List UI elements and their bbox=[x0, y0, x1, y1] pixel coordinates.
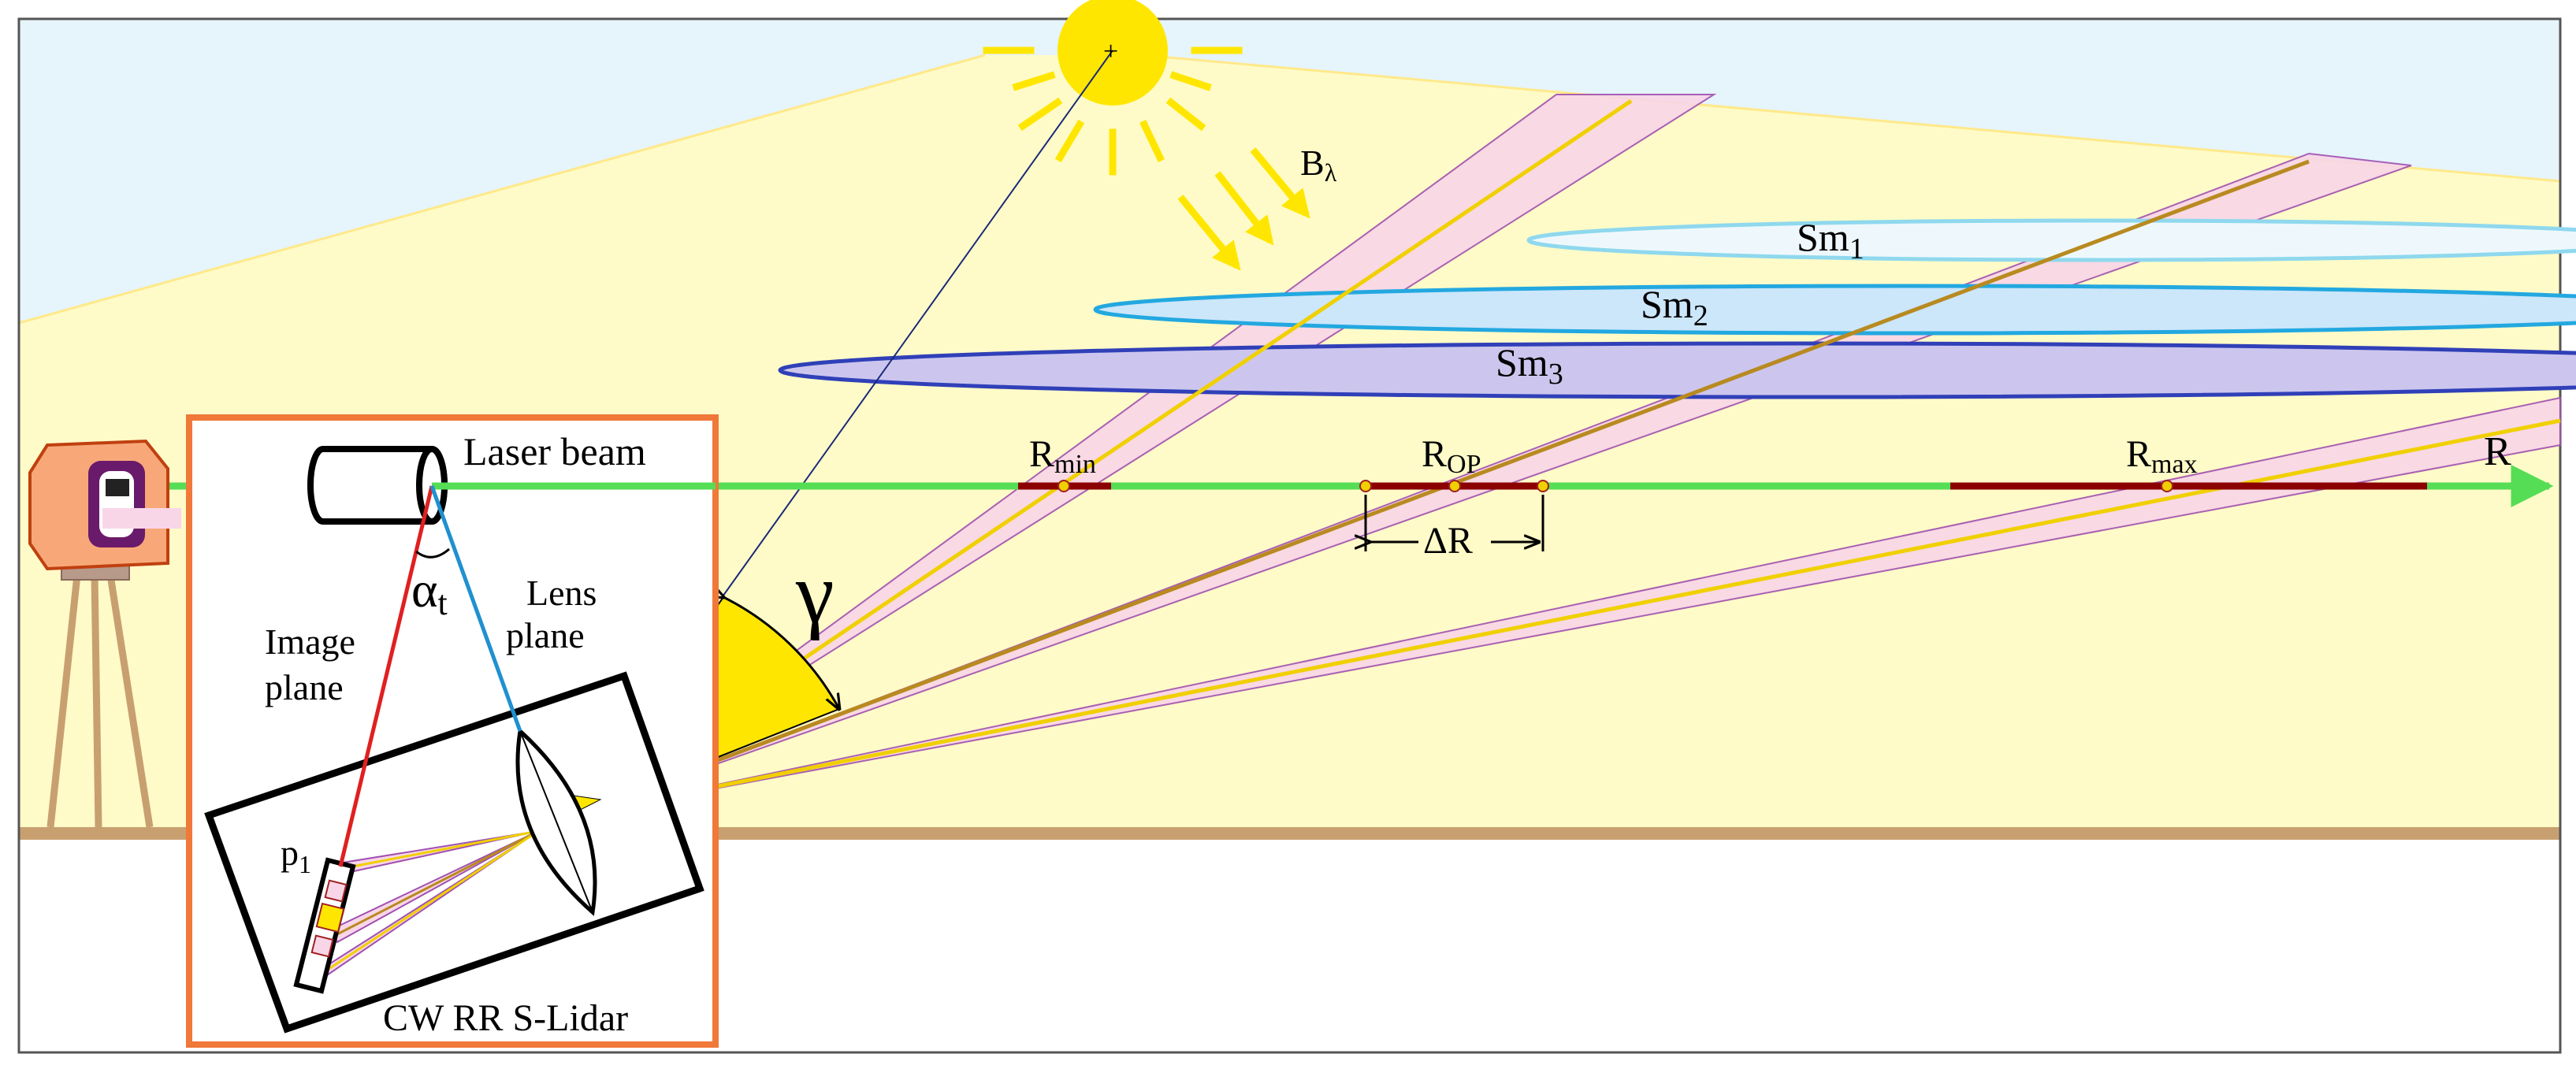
receiver-body bbox=[204, 671, 704, 1034]
smoke-plume-sm1 bbox=[1526, 218, 2576, 262]
smoke-plume-sm2 bbox=[1093, 284, 2576, 336]
horizon-line bbox=[18, 54, 986, 325]
label-laser-beam: Laser beam bbox=[463, 429, 646, 473]
label-image-plane: Image plane bbox=[265, 622, 364, 707]
label-b-lambda: Bλ bbox=[1300, 143, 1337, 187]
image-plane-line bbox=[338, 485, 434, 867]
label-lens-plane: Lens plane bbox=[506, 573, 606, 655]
detector-array bbox=[293, 857, 356, 994]
label-alpha-t: αt bbox=[411, 562, 448, 622]
sun-center-mark: + bbox=[1103, 37, 1118, 66]
label-r-axis: R bbox=[2484, 429, 2511, 474]
label-device: CW RR S-Lidar bbox=[383, 997, 628, 1039]
range-marks bbox=[1058, 480, 2173, 492]
label-r-min: Rmin bbox=[1029, 433, 1096, 479]
lens-plane-line bbox=[429, 485, 522, 732]
label-sm2: Sm2 bbox=[1641, 282, 1708, 332]
label-sm1: Sm1 bbox=[1797, 215, 1864, 265]
alpha-arc bbox=[415, 547, 450, 559]
label-pixel: p1 bbox=[281, 833, 311, 878]
sun-to-device-line bbox=[720, 50, 1113, 599]
tripod-lidar bbox=[28, 439, 181, 828]
sun-disc bbox=[1058, 0, 1168, 106]
fov-cone-1 bbox=[571, 94, 1717, 816]
label-gamma: γ bbox=[795, 545, 835, 641]
outer-frame bbox=[17, 17, 2562, 1054]
sun bbox=[983, 0, 1310, 271]
sun-rays-arrows bbox=[1177, 147, 1310, 271]
label-r-max: Rmax bbox=[2126, 433, 2198, 479]
smoke-plume-sm3 bbox=[778, 341, 2576, 399]
label-r-op: ROP bbox=[1422, 433, 1481, 479]
lens-axis bbox=[519, 730, 593, 913]
label-sm3: Sm3 bbox=[1496, 340, 1563, 391]
delta-r-dimension bbox=[1366, 495, 1544, 551]
label-delta-r: ΔR bbox=[1423, 520, 1473, 562]
gamma-arc bbox=[723, 597, 839, 709]
